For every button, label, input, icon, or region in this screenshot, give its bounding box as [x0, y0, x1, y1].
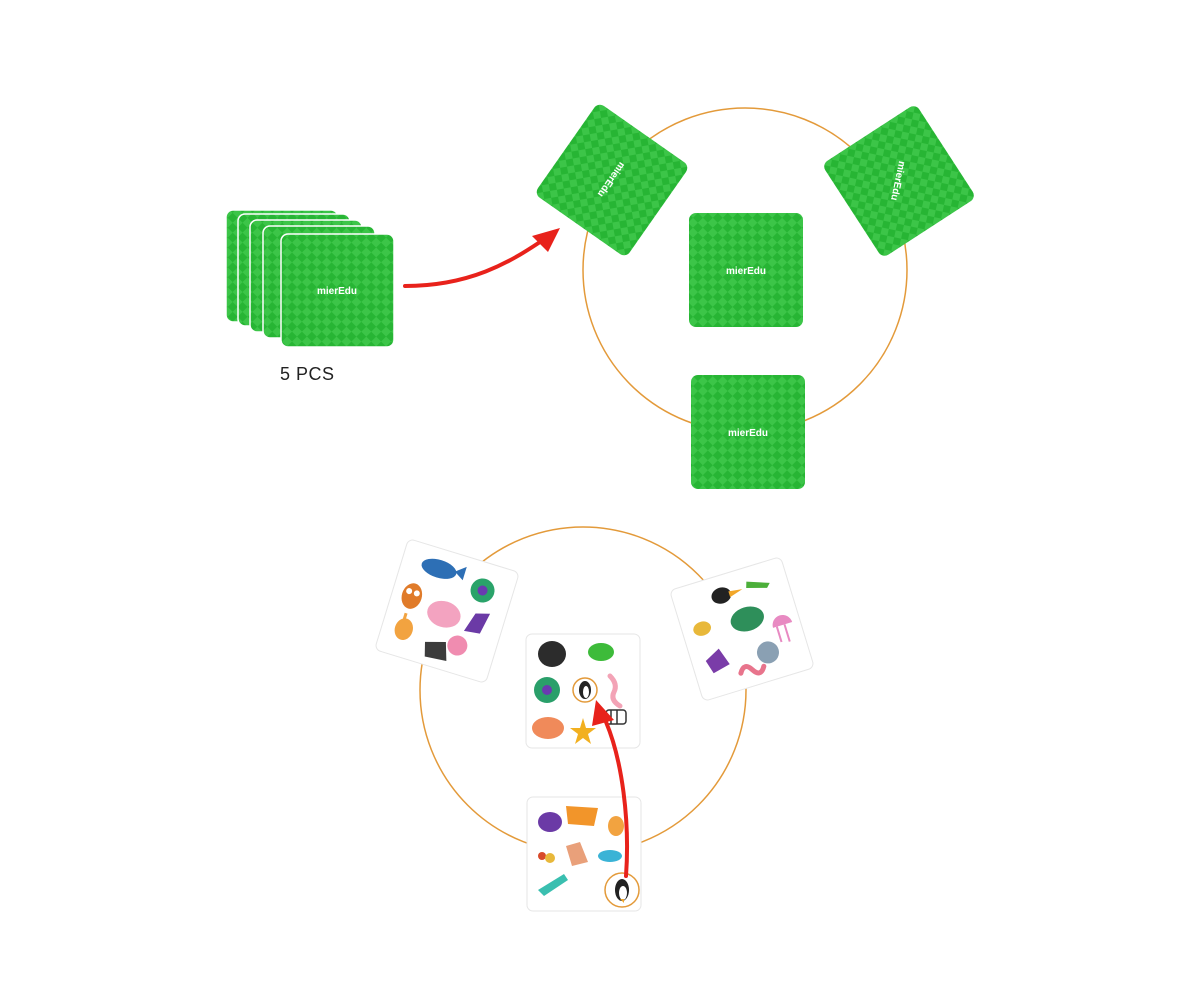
toucan-icon — [711, 587, 743, 604]
deck-count-caption: 5 PCS — [280, 364, 335, 384]
deer-icon — [566, 842, 588, 866]
penguin-icon — [572, 677, 598, 703]
tiger-icon — [566, 806, 598, 826]
rabbit-icon — [608, 816, 624, 836]
penguin-icon — [604, 872, 640, 908]
match-arrow — [592, 700, 630, 878]
dealt-card-top-right: mierEdu — [824, 106, 974, 256]
starfish-icon — [570, 718, 596, 744]
bee-icon — [693, 621, 711, 636]
card-deck: mierEdu — [225, 209, 395, 348]
play-card-center — [525, 633, 641, 749]
dealt-card-top-left: mierEdu — [536, 104, 688, 256]
mantis-icon — [746, 581, 770, 588]
play-card-bottom — [526, 796, 642, 912]
play-card-right — [670, 557, 814, 701]
rabbit-icon — [394, 612, 413, 641]
pink-elephant-icon — [427, 600, 461, 628]
worm-icon — [607, 673, 623, 709]
card-brand-label: mierEdu — [728, 428, 768, 439]
worm-icon — [738, 663, 767, 676]
dolphin-icon — [598, 850, 622, 862]
purple-goat-icon — [463, 613, 491, 634]
whale-icon — [421, 558, 467, 581]
ant-icon — [538, 852, 555, 863]
peacock-icon — [470, 578, 495, 603]
peacock-icon — [534, 677, 560, 703]
goat-icon — [705, 648, 730, 674]
gorilla-icon — [538, 641, 566, 667]
deck-brand-label: mierEdu — [317, 286, 357, 297]
crocodile-icon — [538, 874, 568, 896]
frog-icon — [588, 643, 614, 661]
turtle-icon — [730, 606, 764, 632]
card-brand-label: mierEdu — [726, 266, 766, 277]
jellyfish-icon — [772, 614, 793, 643]
wolf-icon — [424, 641, 447, 661]
owl-icon — [401, 583, 423, 609]
koala-icon — [756, 641, 779, 664]
pig-icon — [532, 717, 564, 739]
hedgehog-icon — [538, 812, 562, 832]
play-card-top-left — [375, 539, 519, 683]
octopus-icon — [447, 635, 468, 656]
dealt-card-center: mierEdu — [689, 213, 803, 327]
dealt-card-bottom: mierEdu — [691, 375, 805, 489]
deal-arrow — [403, 228, 560, 288]
